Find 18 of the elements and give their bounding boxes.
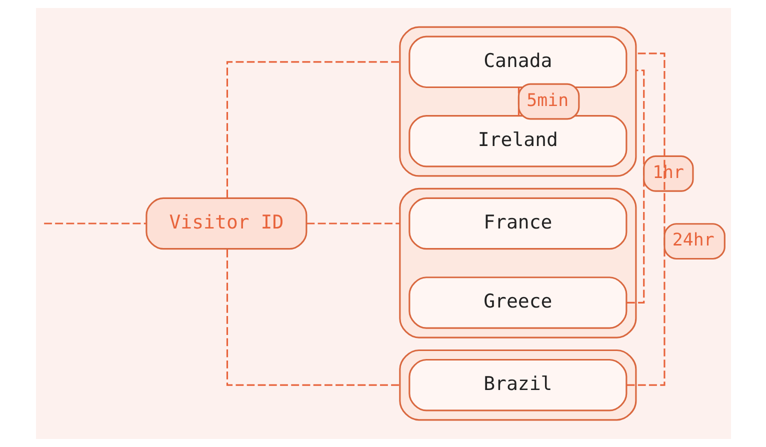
node-box: Visitor ID: [145, 197, 307, 250]
connector: [44, 222, 146, 224]
connector: [306, 222, 400, 224]
connector: [226, 61, 400, 198]
node-box: France: [408, 197, 627, 250]
cluster: [398, 188, 636, 338]
cluster: [398, 26, 636, 177]
node-box: Ireland: [408, 114, 627, 168]
connector: [626, 70, 644, 304]
connector: [626, 52, 665, 386]
connector: [226, 249, 400, 386]
edge-label: 5min: [526, 90, 568, 111]
cluster: [398, 349, 636, 421]
node-box: Greece: [408, 276, 627, 329]
node-box: Brazil: [408, 358, 627, 412]
node-box: Canada: [408, 36, 627, 88]
edge-label: 24hr: [672, 230, 714, 251]
edge-label: 1hr: [652, 163, 684, 184]
